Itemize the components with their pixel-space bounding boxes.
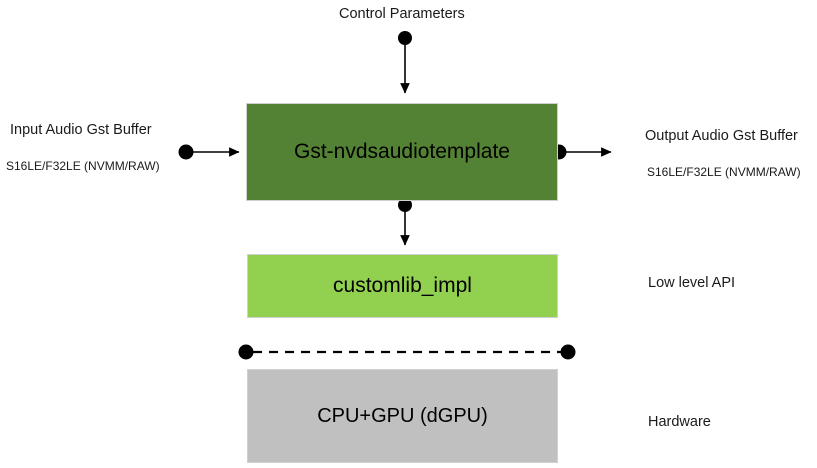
label-output-audio-formats: S16LE/F32LE (NVMM/RAW) bbox=[647, 165, 801, 179]
customlib-to-hardware-link bbox=[238, 344, 576, 360]
block-label-gst-nvdsaudiotemplate: Gst-nvdsaudiotemplate bbox=[294, 140, 510, 163]
block-label-customlib-impl: customlib_impl bbox=[333, 274, 472, 297]
block-cpu-gpu-hardware[interactable]: CPU+GPU (dGPU) bbox=[247, 369, 558, 463]
output-arrow bbox=[551, 144, 612, 160]
label-output-audio-gst-buffer: Output Audio Gst Buffer bbox=[645, 128, 798, 144]
label-input-audio-gst-buffer: Input Audio Gst Buffer bbox=[10, 122, 152, 138]
template-to-customlib-arrow bbox=[398, 198, 412, 246]
block-gst-nvdsaudiotemplate[interactable]: Gst-nvdsaudiotemplate bbox=[246, 103, 558, 201]
label-hardware: Hardware bbox=[648, 414, 711, 430]
label-control-parameters: Control Parameters bbox=[339, 6, 465, 22]
label-input-audio-formats: S16LE/F32LE (NVMM/RAW) bbox=[6, 159, 160, 173]
control-parameters-arrow bbox=[398, 31, 412, 94]
block-label-cpu-gpu-hardware: CPU+GPU (dGPU) bbox=[317, 404, 488, 427]
label-low-level-api: Low level API bbox=[648, 275, 736, 291]
input-arrow bbox=[178, 144, 240, 160]
block-customlib-impl[interactable]: customlib_impl bbox=[247, 254, 558, 318]
